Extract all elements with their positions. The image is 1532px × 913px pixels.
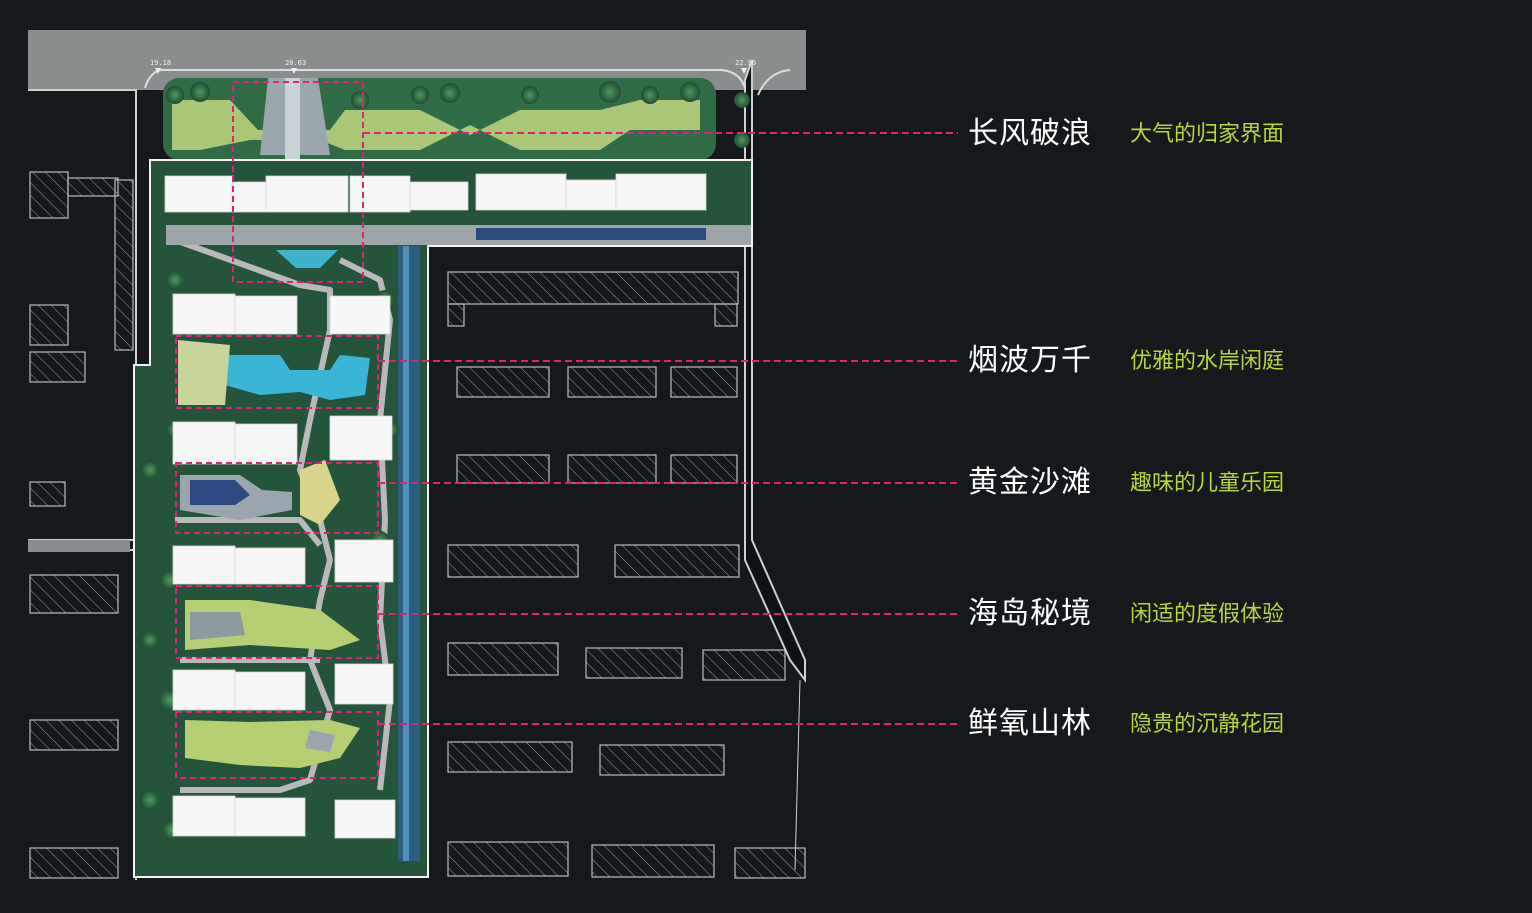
zone-title-1: 长风破浪 <box>968 116 1092 151</box>
zone-box-1 <box>232 81 364 283</box>
zone-box-2 <box>175 335 379 409</box>
north-park <box>163 78 716 160</box>
elevation-label: 22.96 <box>735 59 756 67</box>
garden-features <box>178 250 370 768</box>
zone-subtitle-3: 趣味的儿童乐园 <box>1130 471 1285 496</box>
context-buildings <box>29 171 806 879</box>
zone-title-2: 烟波万千 <box>968 343 1092 378</box>
zone-subtitle-2: 优雅的水岸闲庭 <box>1130 349 1285 374</box>
zone-box-3 <box>175 462 379 534</box>
zone-title-4: 海岛秘境 <box>968 596 1092 631</box>
elevation-label: 20.63 <box>285 59 306 67</box>
zone-title-5: 鲜氧山林 <box>968 706 1092 741</box>
zone-title-3: 黄金沙滩 <box>968 465 1092 500</box>
callout-lines <box>363 132 958 725</box>
residential-towers <box>164 173 707 839</box>
zone-box-5 <box>175 711 379 779</box>
zone-subtitle-5: 隐贵的沉静花园 <box>1130 712 1285 737</box>
zone-boxes <box>175 81 379 779</box>
elevation-markers: 19.18 20.63 22.96 <box>150 59 756 74</box>
zone-box-4 <box>175 585 379 659</box>
zone-subtitle-1: 大气的归家界面 <box>1130 122 1285 147</box>
elevation-label: 19.18 <box>150 59 171 67</box>
zone-subtitle-4: 闲适的度假体验 <box>1130 602 1285 627</box>
